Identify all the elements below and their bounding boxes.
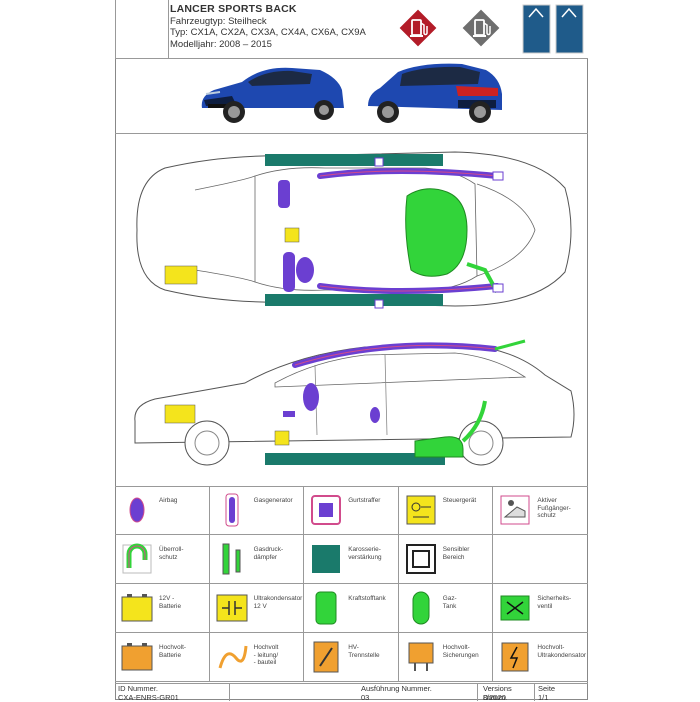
legend-item: Gaz-Tank [398,584,494,633]
footer: ID Nummer. CXA-ENRS-GR01 Ausführung Numm… [115,683,588,702]
legend-item: Hochvolt-Batterie [115,633,210,682]
legend-label: Sicherheits-ventil [537,595,572,610]
gas-generator-icon [225,493,239,527]
legend-item: Überroll-schutz [115,535,210,584]
door-open-icons [522,4,584,54]
gas-tank-icon [412,591,430,625]
pedestrian-protection-icon [500,495,530,525]
legend-item: Hochvolt-Sicherungen [398,633,494,682]
legend-label: Airbag [159,497,178,504]
legend-item: HV-Trennstelle [304,633,399,682]
legend-item: Gasdruck-dämpfer [209,535,305,584]
hv-cable-icon [218,645,248,669]
photo-separator [115,133,588,134]
legend-label: Steuergerät [442,497,477,504]
fuel-warning-red-icon [396,6,440,50]
safety-valve-icon [500,595,530,621]
type-codes: Typ: CX1A, CX2A, CX3A, CX4A, CX6A, CX9A [170,27,366,38]
legend-label: Gasdruck-dämpfer [253,546,284,561]
fuel-tank-icon [315,591,337,625]
legend-item: Gurtstraffer [304,486,399,535]
legend-label: Kraftstofftank [348,595,386,602]
legend-label: Gaz-Tank [442,595,457,610]
footer-page: Seite 1/1 [538,684,556,702]
diagram-separator [115,486,588,487]
footer-id: ID Nummer. CXA-ENRS-GR01 [115,684,230,702]
vehicle-title: LANCER SPORTS BACK [170,3,297,15]
top-view-diagram [136,151,572,309]
legend-item: Karosserie-verstärkung [304,535,399,584]
legend-item: Steuergerät [398,486,494,535]
side-view-diagram [134,339,575,466]
legend-item: Sicherheits-ventil [493,584,588,633]
rollover-protection-icon [122,543,152,574]
legend-item: Gasgenerator [209,486,305,535]
airbag-icon [129,497,145,523]
ultracapacitor-icon [216,594,248,622]
header-divider [168,0,169,58]
vehicle-type: Fahrzeugtyp: Steilheck [170,15,267,27]
legend-item [493,535,588,584]
footer-version: Versions Datum. 8/2020 [480,684,535,702]
belt-tensioner-icon [311,495,342,525]
hv-disconnect-icon [313,641,339,673]
hv-ultracap-icon [501,642,529,672]
legend-label: Hochvolt- leitung/- bauteil [253,644,279,667]
battery-12v-icon [121,594,153,622]
hv-battery-icon [121,643,153,671]
legend-label: Gasgenerator [253,497,293,504]
footer-exec: Ausführung Nummer. 03 [358,684,478,702]
legend-label: 12V -Batterie [159,595,182,610]
gas-strut-icon [222,543,241,575]
empty-icon [497,540,533,578]
hv-fuse-icon [408,642,434,671]
fuel-warning-grey-icon [459,6,503,50]
car-photo-front [201,67,344,123]
legend-label: Hochvolt-Sicherungen [442,644,479,659]
body-reinforcement-icon [312,545,341,573]
header-border-left [115,0,116,58]
legend-label: Karosserie-verstärkung [348,546,382,561]
legend-label: Gurtstraffer [348,497,381,504]
legend-item: 12V -Batterie [115,584,210,633]
legend-item: Hochvolt- leitung/- bauteil [209,633,305,682]
car-photo-rear [368,63,502,123]
header-info: LANCER SPORTS BACK Fahrzeugtyp: Steilhec… [170,3,366,50]
legend-label: Hochvolt-Ultrakondensator [537,644,587,659]
model-years: Modelljahr: 2008 – 2015 [170,38,272,50]
legend-label: Überroll-schutz [159,546,184,561]
legend-label: HV-Trennstelle [348,644,380,659]
legend-item: Kraftstofftank [304,584,399,633]
control-unit-icon [406,495,436,525]
sensitive-area-icon [405,544,436,574]
legend-label: Hochvolt-Batterie [159,644,186,659]
header-separator [115,58,588,59]
legend-item: Airbag [115,486,210,535]
legend-item: Hochvolt-Ultrakondensator [493,633,588,682]
